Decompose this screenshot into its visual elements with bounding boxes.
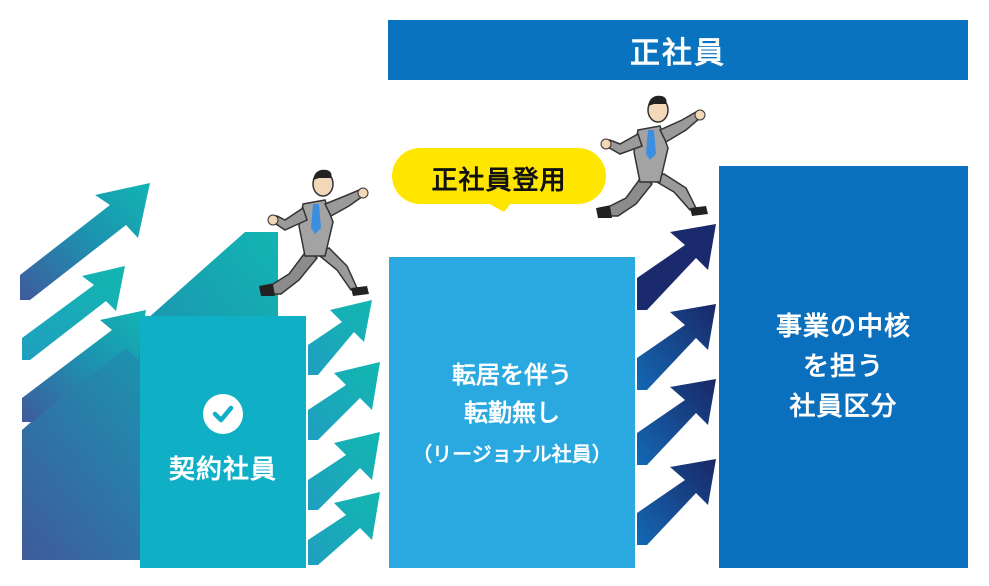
core-line-3: 社員区分 xyxy=(789,392,898,422)
regional-line-2: 転勤無し xyxy=(464,398,560,427)
mid-arrow-1 xyxy=(308,300,372,375)
running-businessman-icon xyxy=(259,169,369,296)
left-arrow-2 xyxy=(22,266,125,360)
regular-employee-banner: 正社員 xyxy=(388,20,968,80)
regional-employee-box: 転居を伴う 転勤無し （リージョナル社員） xyxy=(389,257,635,568)
right-arrow-3 xyxy=(637,379,716,465)
mid-arrow-2 xyxy=(308,362,380,440)
core-employee-box: 事業の中核 を担う 社員区分 xyxy=(719,166,968,568)
left-arrow-3 xyxy=(22,310,146,422)
regional-line-3: （リージョナル社員） xyxy=(412,441,612,466)
banner-label: 正社員 xyxy=(630,36,726,71)
core-line-2: を担う xyxy=(802,352,884,382)
check-circle-icon xyxy=(203,394,243,434)
right-arrow-2 xyxy=(637,304,716,390)
promotion-speech-bubble: 正社員登用 xyxy=(390,148,608,212)
contract-employee-box: 契約社員 xyxy=(140,316,306,568)
running-businessman-icon-2 xyxy=(596,95,708,218)
left-rising-arrow-band xyxy=(22,232,278,560)
right-arrow-1 xyxy=(637,224,716,310)
left-arrow-1 xyxy=(20,183,150,300)
right-arrow-4 xyxy=(637,459,716,545)
contract-employee-label: 契約社員 xyxy=(168,455,277,485)
promotion-label: 正社員登用 xyxy=(431,165,567,196)
mid-arrow-4 xyxy=(308,492,380,565)
mid-arrow-3 xyxy=(308,432,380,510)
regional-line-1: 転居を伴う xyxy=(452,360,572,389)
core-line-1: 事業の中核 xyxy=(775,312,911,342)
